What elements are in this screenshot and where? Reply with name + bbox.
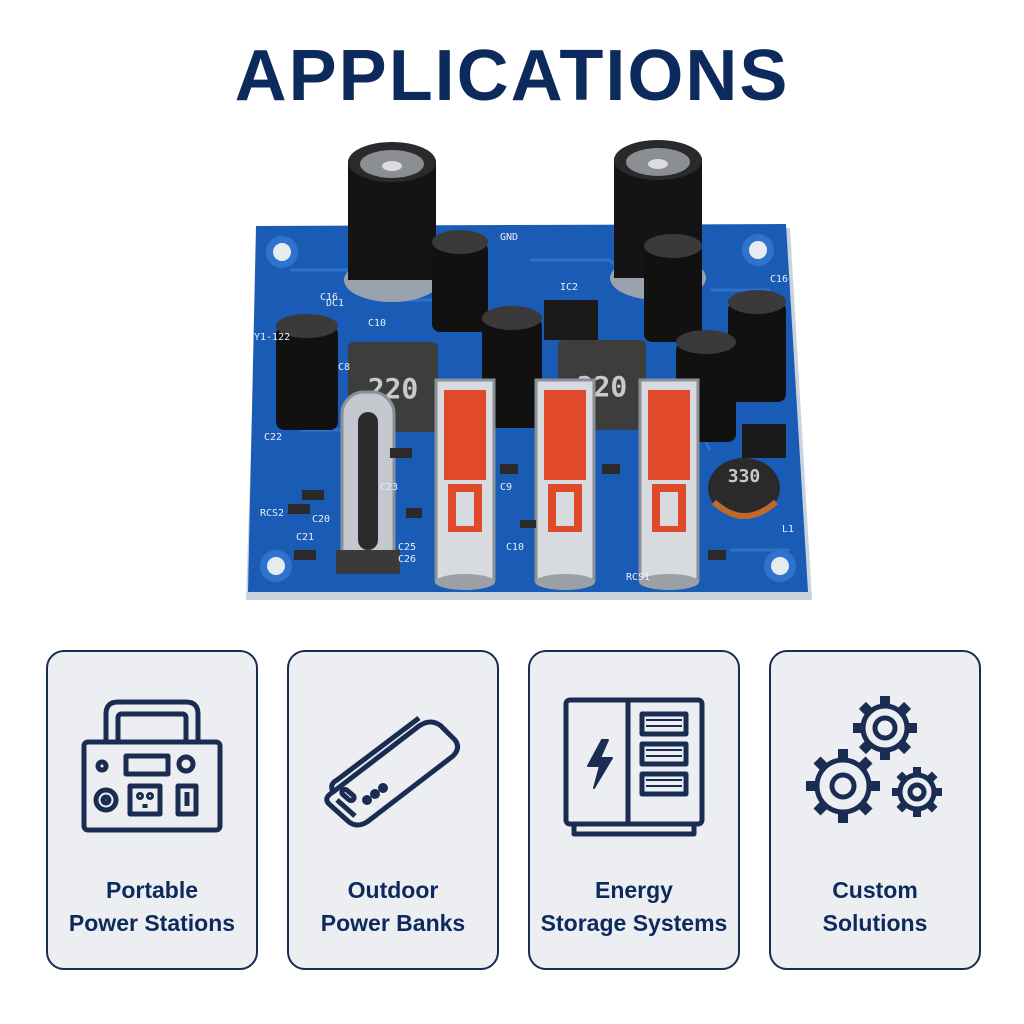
application-card-label: Outdoor Power Banks: [320, 877, 466, 936]
application-card-power-stations: Portable Power Stations: [46, 650, 258, 970]
pcb-board-image: 220 220 330: [230, 130, 830, 620]
silkscreen-label: C16: [770, 274, 788, 285]
silkscreen-label: Y1-122: [254, 332, 290, 343]
usb-a-port: [638, 378, 700, 590]
silkscreen-label: IC2: [560, 282, 578, 293]
application-card-label: Custom Solutions: [822, 877, 928, 936]
application-card-label: Energy Storage Systems: [540, 877, 728, 936]
silkscreen-label: C23: [380, 482, 398, 493]
power-bank-icon: [315, 688, 471, 844]
silkscreen-label: C10: [368, 318, 386, 329]
silkscreen-label: RCS1: [626, 572, 650, 583]
silkscreen-label: C10: [506, 542, 524, 553]
application-card-label: Portable Power Stations: [68, 877, 236, 936]
page-title: APPLICATIONS: [234, 36, 790, 116]
application-card-custom-solutions: Custom Solutions: [769, 650, 981, 970]
silkscreen-label: C9: [500, 482, 512, 493]
usb-c-port: [336, 390, 400, 574]
silkscreen-label: C25: [398, 542, 416, 553]
power-station-icon: [74, 688, 230, 844]
usb-a-port: [434, 378, 496, 590]
silkscreen-label: RCS2: [260, 508, 284, 519]
silkscreen-label: C26: [398, 554, 416, 565]
applications-grid: Portable Power Stations Outdoor Power Ba…: [46, 650, 982, 972]
application-card-power-banks: Outdoor Power Banks: [287, 650, 499, 970]
silkscreen-label: L1: [782, 524, 794, 535]
silkscreen-label: C8: [338, 362, 350, 373]
energy-storage-icon: [556, 688, 712, 844]
silkscreen-label: GND: [500, 232, 518, 243]
silkscreen-label: C21: [296, 532, 314, 543]
silkscreen-label: C20: [312, 514, 330, 525]
gears-icon: [797, 688, 953, 844]
inductor-label: 330: [728, 466, 761, 487]
ic-chip: [544, 300, 598, 340]
silkscreen-label: C16: [320, 292, 338, 303]
silkscreen-label: DC1: [326, 298, 344, 309]
usb-a-port: [534, 378, 596, 590]
inductor: [708, 458, 780, 518]
application-card-energy-storage: Energy Storage Systems: [528, 650, 740, 970]
silkscreen-label: C22: [264, 432, 282, 443]
dc-jack: [344, 142, 440, 302]
